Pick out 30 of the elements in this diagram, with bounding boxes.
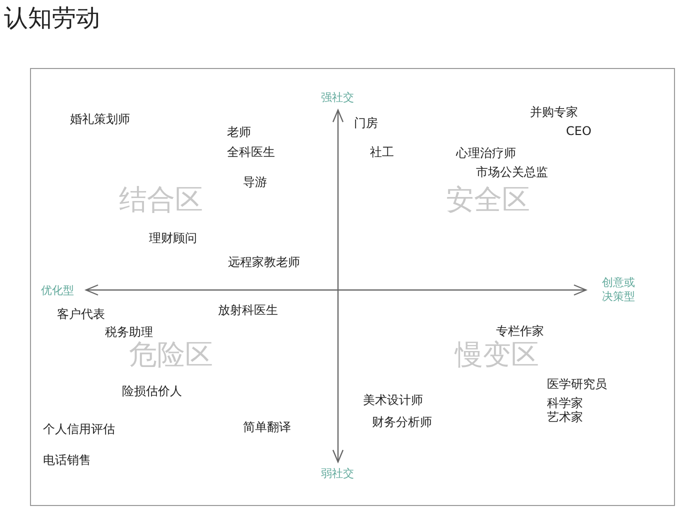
job-title: 客户代表 — [57, 306, 105, 322]
job-title: 税务助理 — [105, 324, 153, 340]
job-title: 险损估价人 — [122, 383, 182, 399]
job-title: 并购专家 — [530, 104, 578, 120]
job-title: 市场公关总监 — [476, 164, 548, 180]
axis-label: 优化型 — [41, 284, 74, 298]
axis-label: 弱社交 — [321, 467, 354, 481]
job-title: 心理治疗师 — [456, 145, 516, 161]
axis-label: 强社交 — [321, 91, 354, 105]
job-title: 老师 — [227, 124, 251, 140]
job-title: 理财顾问 — [149, 230, 197, 246]
job-title: 个人信用评估 — [43, 421, 115, 437]
job-title: 美术设计师 — [363, 392, 423, 408]
job-title: 导游 — [243, 174, 267, 190]
job-title: 专栏作家 — [496, 323, 544, 339]
job-title: 艺术家 — [547, 409, 583, 425]
job-title: 放射科医生 — [218, 302, 278, 318]
job-title: 远程家教老师 — [228, 254, 300, 270]
job-title: 财务分析师 — [372, 414, 432, 430]
axis-label: 创意或决策型 — [602, 276, 636, 304]
job-title: 简单翻译 — [243, 419, 291, 435]
job-title: 医学研究员 — [547, 376, 607, 392]
job-title: 全科医生 — [227, 144, 275, 160]
job-title: 科学家 — [547, 395, 583, 410]
title: 认知劳动 — [4, 3, 100, 33]
job-title: 电话销售 — [43, 452, 91, 468]
job-title: 社工 — [370, 144, 394, 160]
job-title: CEO — [566, 123, 592, 139]
job-title: 婚礼策划师 — [70, 111, 130, 127]
job-title: 门房 — [354, 115, 378, 131]
